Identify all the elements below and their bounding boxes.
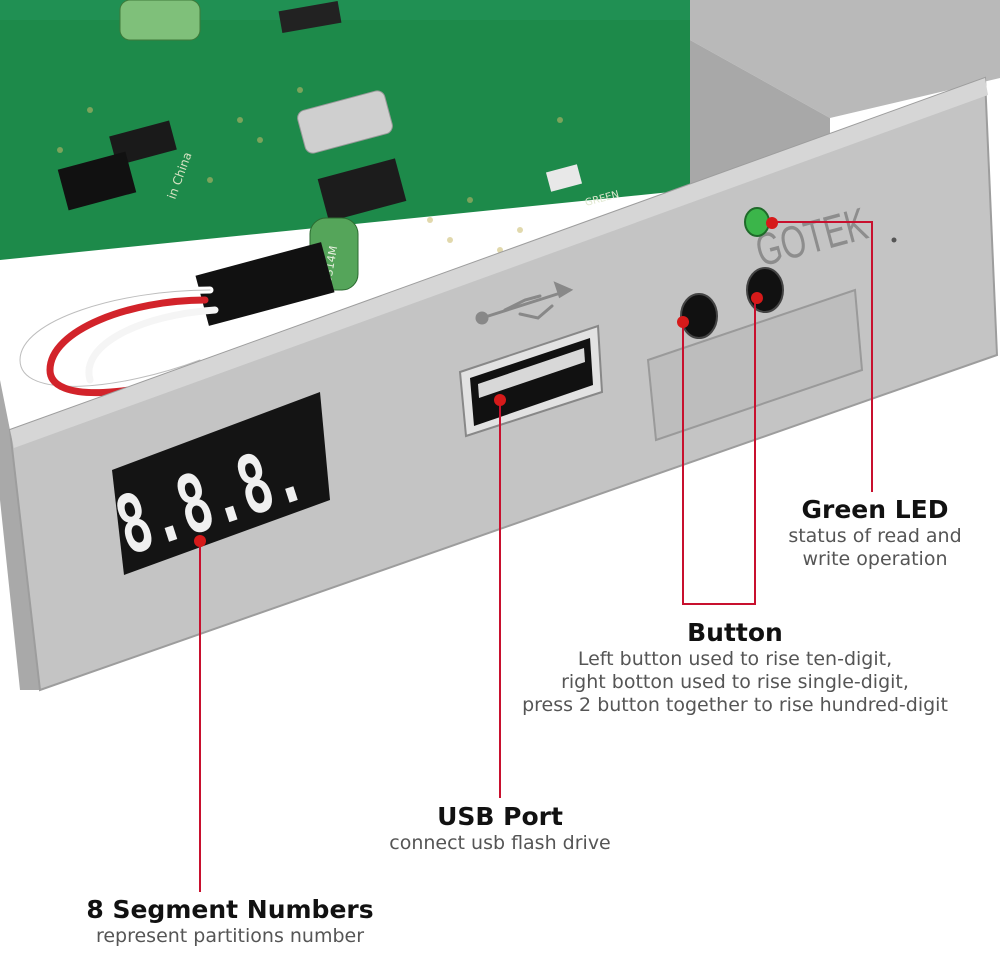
green-led-callout: Green LED status of read and write opera…: [755, 495, 995, 571]
front-panel: GOTEK: [8, 76, 999, 692]
usb-port-desc: connect usb flash drive: [389, 832, 611, 854]
segment-numbers-callout: 8 Segment Numbers represent partitions n…: [30, 895, 430, 948]
pin-header: [57, 151, 137, 211]
left-button[interactable]: [680, 293, 718, 339]
segment-numbers-title: 8 Segment Numbers: [86, 895, 374, 924]
green-capacitor-top: [119, 0, 201, 41]
button-desc-1: Left button used to rise ten-digit,: [577, 648, 893, 670]
microcontroller-chip: [317, 158, 407, 222]
segment-numbers-desc: represent partitions number: [95, 925, 365, 947]
green-led-desc-1: status of read and: [788, 525, 962, 547]
green-led-desc-2: write operation: [802, 548, 948, 570]
crystal-oscillator: [297, 90, 393, 154]
right-button[interactable]: [746, 267, 784, 313]
callout-line-button: [682, 298, 756, 605]
callout-line-green-led: [770, 221, 873, 492]
button-title: Button: [687, 618, 783, 647]
button-callout: Button Left button used to rise ten-digi…: [495, 618, 975, 717]
usb-port-callout: USB Port connect usb flash drive: [340, 802, 660, 855]
circuit-board: 3314M GREEN in China: [0, 0, 690, 326]
button-desc-3: press 2 button together to rise hundred-…: [522, 694, 948, 716]
callout-lines: [199, 221, 873, 892]
usb-port-title: USB Port: [437, 802, 563, 831]
ic-chip: [109, 120, 177, 166]
power-connector: [195, 242, 335, 326]
drive-housing: [0, 0, 1000, 690]
resistor: [278, 0, 342, 34]
green-led-title: Green LED: [801, 495, 949, 524]
callout-dots: [194, 217, 778, 547]
button-desc-2: right botton used to rise single-digit,: [561, 671, 909, 693]
usb-symbol-icon: [475, 281, 574, 325]
green-led: [744, 207, 770, 237]
